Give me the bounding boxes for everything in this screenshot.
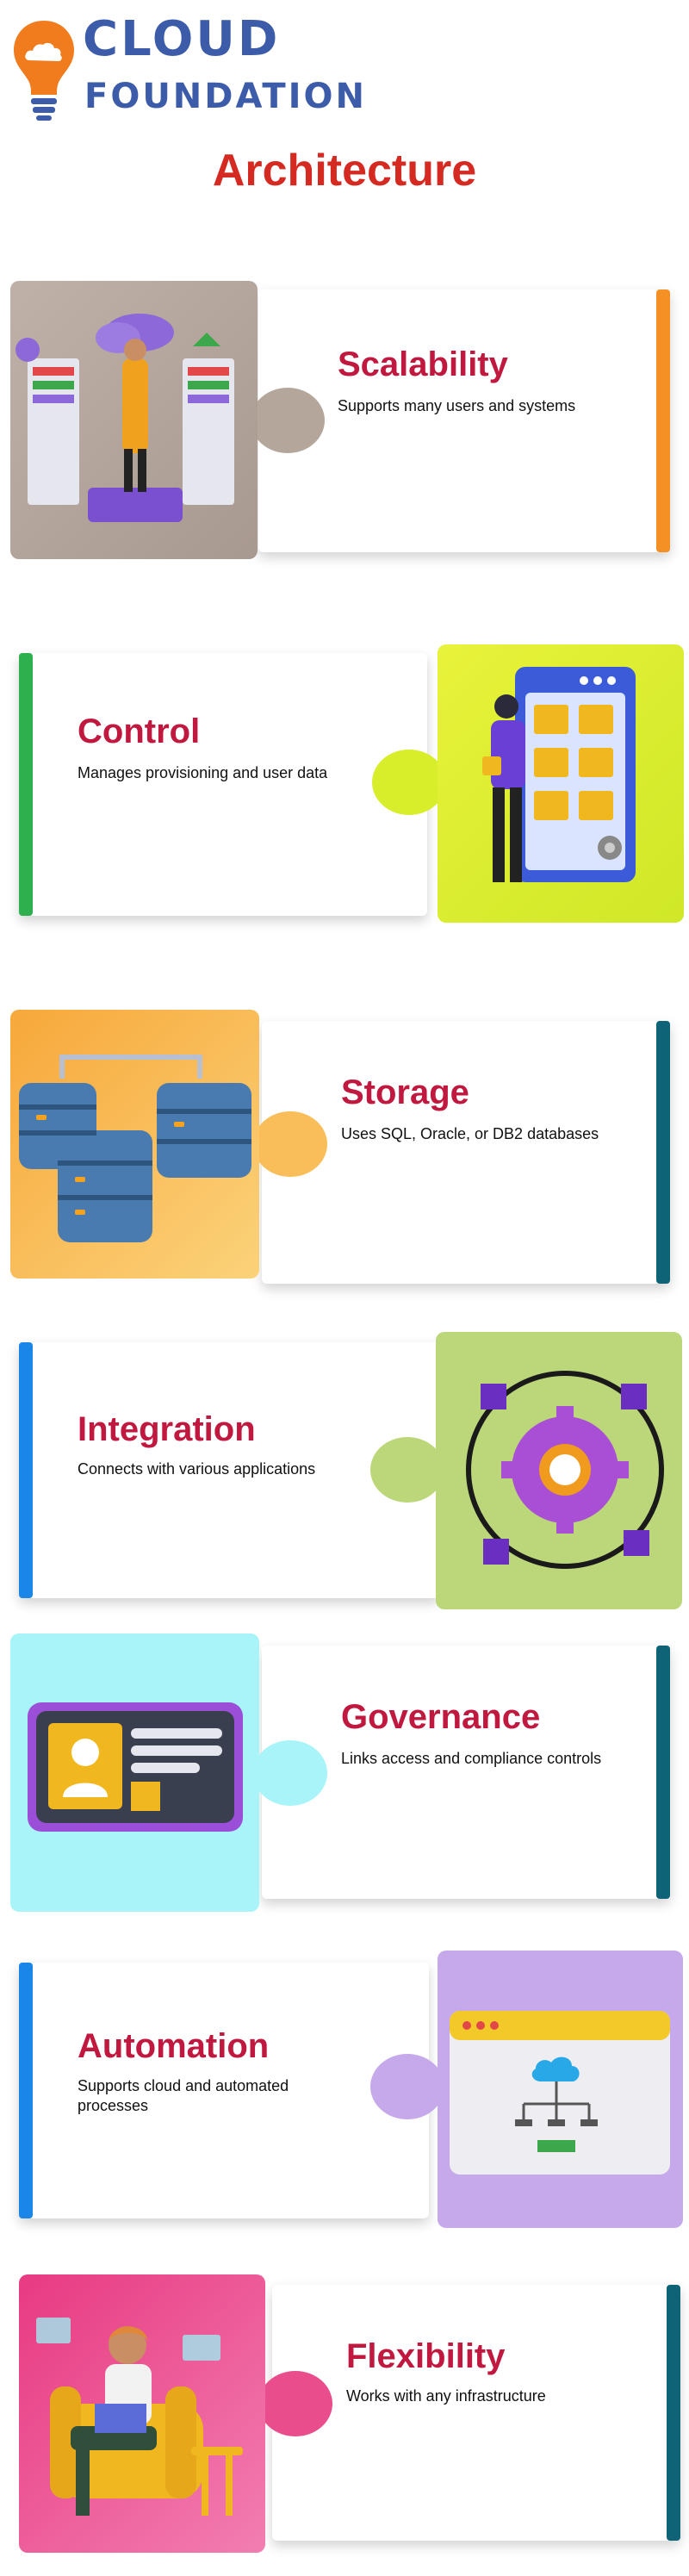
person-dashboard-illustration — [438, 644, 684, 923]
brand-line2: FOUNDATION — [84, 77, 367, 116]
card-accent-bar — [19, 653, 33, 916]
puzzle-tab — [258, 2371, 332, 2436]
card-title: Flexibility — [346, 2337, 506, 2375]
brand-logo: CLOUD FOUNDATION — [10, 12, 407, 124]
woman-laptop-illustration — [19, 2274, 265, 2553]
card-title: Governance — [341, 1698, 541, 1736]
gear-network-illustration — [436, 1332, 682, 1609]
cloud-flowchart-window-illustration — [438, 1951, 683, 2228]
database-cylinders-illustration — [10, 1010, 259, 1279]
card-description: Manages provisioning and user data — [78, 764, 328, 781]
card-description: Supports cloud and automated processes — [78, 2077, 289, 2114]
card-title: Scalability — [338, 345, 508, 383]
brand-line1: CLOUD — [83, 11, 281, 67]
puzzle-tab — [253, 1740, 327, 1806]
puzzle-tab — [253, 1111, 327, 1177]
id-card-illustration — [10, 1633, 259, 1912]
page-title: Architecture — [212, 146, 477, 196]
card-accent-bar — [667, 2285, 680, 2541]
card-accent-bar — [656, 1646, 670, 1899]
card-title: Storage — [341, 1073, 469, 1111]
puzzle-tab — [251, 388, 325, 453]
card-title: Automation — [78, 2027, 270, 2065]
card-description: Connects with various applications — [78, 1460, 316, 1478]
card-description: Supports many users and systems — [338, 397, 576, 414]
puzzle-tab — [370, 1437, 444, 1503]
card-accent-bar — [656, 289, 670, 552]
card-title: Integration — [78, 1410, 256, 1448]
card-accent-bar — [19, 1963, 33, 2218]
lightbulb-cloud-icon — [14, 21, 74, 121]
card-description: Links access and compliance controls — [341, 1750, 602, 1767]
card-description: Uses SQL, Oracle, or DB2 databases — [341, 1125, 599, 1142]
puzzle-tab — [370, 2054, 444, 2119]
server-rack-person-illustration — [10, 281, 258, 559]
card-description: Works with any infrastructure — [346, 2387, 546, 2405]
card-accent-bar — [19, 1342, 33, 1598]
card-accent-bar — [656, 1021, 670, 1284]
puzzle-tab — [372, 750, 446, 815]
card-title: Control — [78, 712, 201, 750]
